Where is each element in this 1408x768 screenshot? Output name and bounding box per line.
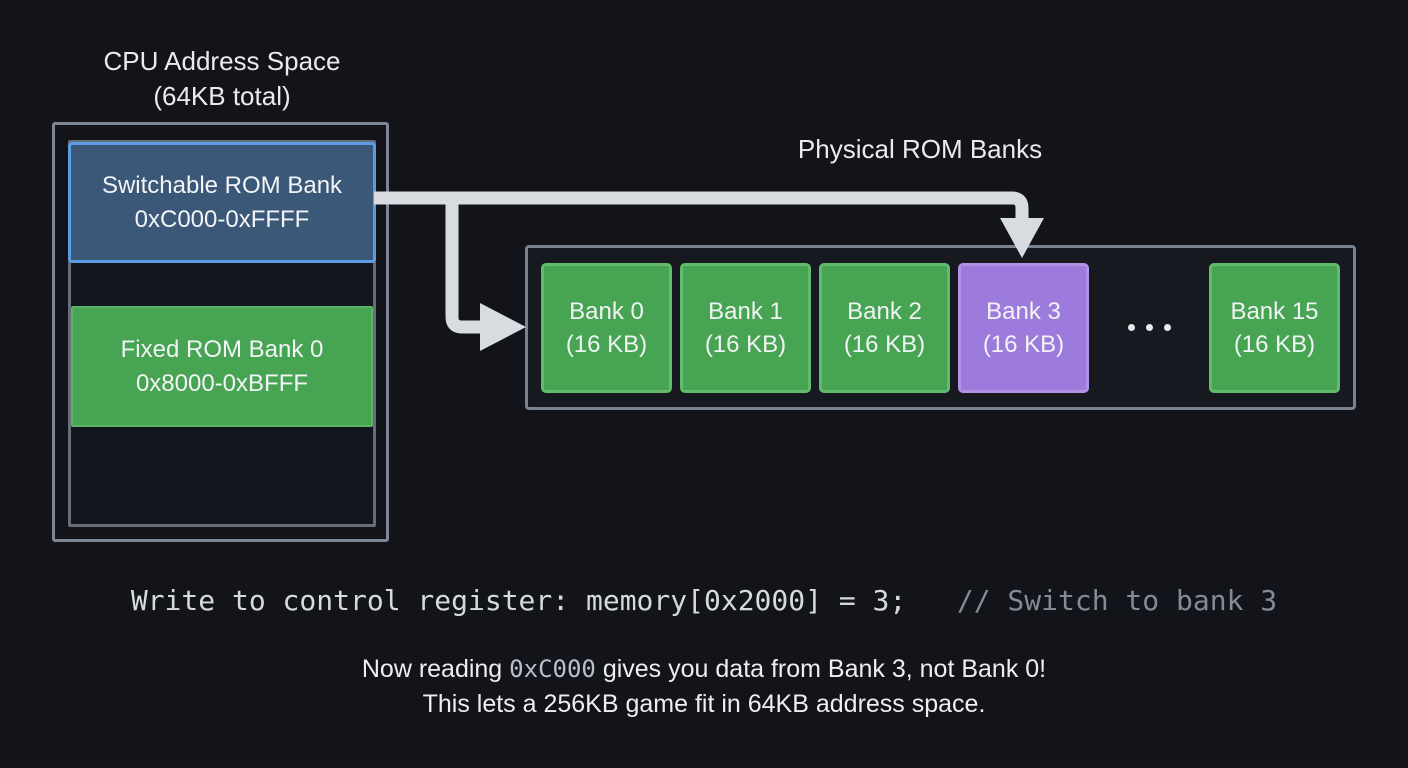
ellipsis-dot-icon [1127,324,1135,331]
rom-banks-container: Bank 0(16 KB)Bank 1(16 KB)Bank 2(16 KB)B… [525,245,1356,410]
cpu-address-space-title: CPU Address Space (64KB total) [52,44,392,114]
fixed-rom-bank-label: Fixed ROM Bank 0 [120,335,324,363]
bank-name: Bank 2 [847,297,922,325]
bank-size: (16 KB) [843,330,926,358]
rom-bank-bank-1: Bank 1 (16 KB) [680,262,811,393]
caption-line1: Now reading 0xC000 gives you data from B… [0,655,1408,684]
bank-name: Bank 3 [986,297,1061,325]
switchable-rom-bank-label: Switchable ROM Bank [101,171,343,199]
ellipsis-dot-icon [1163,324,1171,331]
cpu-title-line1: CPU Address Space [103,46,341,76]
cpu-address-space-box [52,122,389,542]
fixed-rom-bank-region: Fixed ROM Bank 0 0x8000-0xBFFF [71,306,373,427]
arrowhead-right-icon [480,303,526,351]
bank-size: (16 KB) [565,330,648,358]
bank-size: (16 KB) [704,330,787,358]
caption-inline-code: 0xC000 [509,655,596,683]
bank-size: (16 KB) [1233,330,1316,358]
banks-ellipsis [1097,263,1201,393]
bank-name: Bank 0 [569,297,644,325]
code-comment: // Switch to bank 3 [956,584,1278,617]
rom-bank-bank-15: Bank 15 (16 KB) [1209,262,1340,393]
bank-size: (16 KB) [982,330,1065,358]
rom-bank-bank-0: Bank 0 (16 KB) [541,262,672,393]
rom-bank-bank-3: Bank 3 (16 KB) [958,262,1089,393]
control-register-code: Write to control register: memory[0x2000… [0,584,1408,617]
caption-line2: This lets a 256KB game fit in 64KB addre… [422,690,986,718]
arrow-to-banks-container [445,198,526,351]
switchable-rom-bank-region: Switchable ROM Bank 0xC000-0xFFFF [68,142,376,263]
caption-line1-prefix: Now reading [361,655,510,683]
fixed-rom-bank-range: 0x8000-0xBFFF [135,369,309,397]
physical-rom-banks-title: Physical ROM Banks [797,134,1043,164]
code-statement: Write to control register: memory[0x2000… [130,584,907,617]
bank-name: Bank 1 [708,297,783,325]
caption-line1-suffix: gives you data from Bank 3, not Bank 0! [595,655,1047,683]
bank-name: Bank 15 [1230,297,1319,325]
ellipsis-dot-icon [1145,324,1153,331]
cpu-title-line2: (64KB total) [153,81,291,111]
rom-bank-bank-2: Bank 2 (16 KB) [819,262,950,393]
switchable-rom-bank-range: 0xC000-0xFFFF [134,205,310,233]
